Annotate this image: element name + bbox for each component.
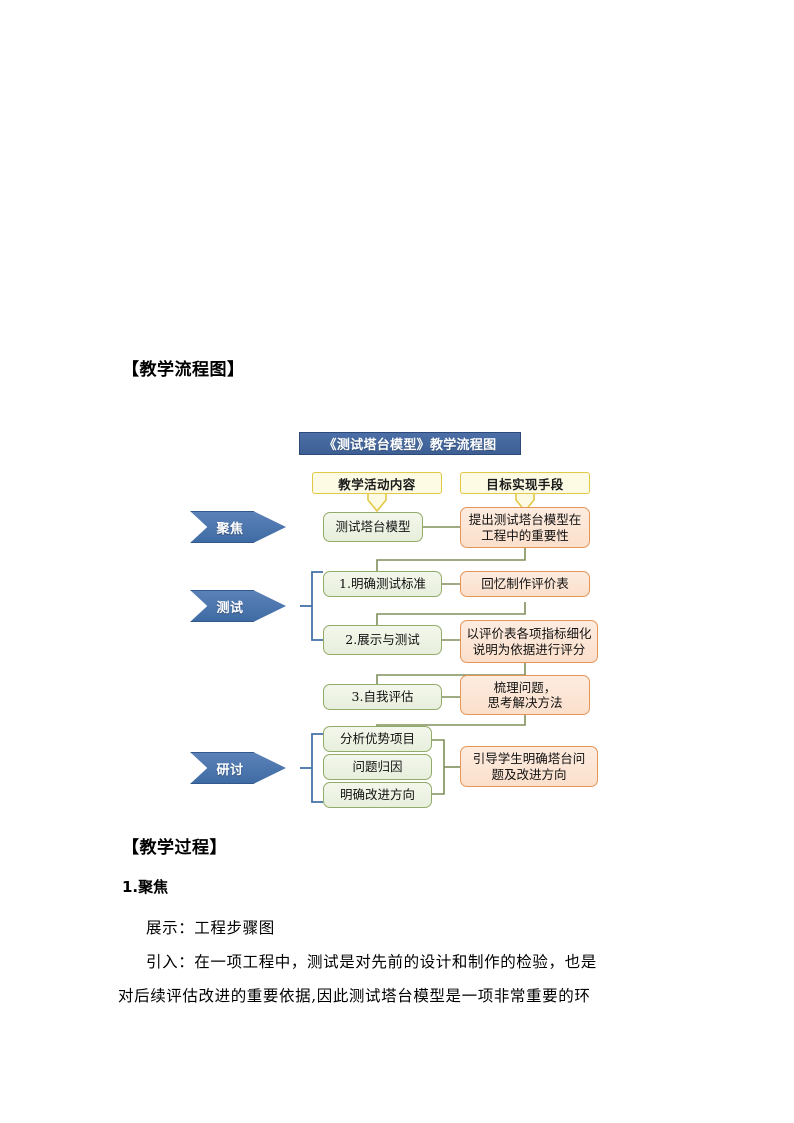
activity-box-self-assessment[interactable]: 3.自我评估 [323, 684, 442, 710]
means-box-score-by-rubric[interactable]: 以评价表各项指标细化 说明为依据进行评分 [460, 620, 598, 663]
connector-orange1-to-green2 [376, 548, 526, 572]
means-box-sort-problems-line1: 梳理问题， [493, 679, 557, 695]
means-box-guide-students[interactable]: 引导学生明确塔台问 题及改进方向 [460, 746, 598, 787]
header-down-arrow-left [367, 494, 387, 513]
means-box-recall-rubric[interactable]: 回忆制作评价表 [460, 571, 590, 597]
means-box-sort-problems-line2: 思考解决方法 [487, 695, 563, 710]
connector-orange2-to-green3 [376, 602, 526, 626]
activity-box-analyze-advantages[interactable]: 分析优势项目 [323, 726, 432, 752]
means-box-score-by-rubric-line2: 说明为依据进行评分 [472, 641, 586, 657]
activity-box-test-tower-model[interactable]: 测试塔台模型 [323, 512, 423, 542]
paragraph-display-engineering-steps: 展示：工程步骤图 [146, 919, 275, 937]
activity-box-clarify-standards[interactable]: 1.明确测试标准 [323, 571, 442, 597]
means-box-importance[interactable]: 提出测试塔台模型在 工程中的重要性 [460, 507, 590, 548]
activity-box-problem-attribution[interactable]: 问题归因 [323, 754, 432, 780]
flowchart-connectors [300, 494, 535, 803]
bracket-discuss-stage [311, 733, 323, 803]
means-box-guide-students-line2: 题及改进方向 [491, 766, 567, 782]
bracket-test-stage [311, 571, 323, 641]
means-box-guide-students-line1: 引导学生明确塔台问 [472, 751, 586, 767]
paragraph-intro-line-2: 对后续评估改进的重要依据,因此测试塔台模型是一项非常重要的环 [118, 987, 591, 1005]
activity-box-demo-and-test[interactable]: 2.展示与测试 [323, 625, 442, 655]
page-heading-teaching-flowchart: 【教学流程图】 [122, 360, 245, 380]
bracket-discuss-right [432, 739, 445, 795]
paragraph-intro-line-1: 引入：在一项工程中，测试是对先前的设计和制作的检验，也是 [146, 953, 597, 971]
section-heading-focus: 1.聚焦 [122, 878, 169, 896]
teaching-flowchart: 《测试塔台模型》教学流程图 教学活动内容 目标实现手段 聚焦 测试 研讨 测试塔… [186, 432, 610, 812]
connector-orange3-to-green4 [376, 663, 526, 685]
means-box-importance-line2: 工程中的重要性 [481, 527, 569, 543]
flowchart-title: 《测试塔台模型》教学流程图 [299, 432, 521, 455]
means-box-importance-line1: 提出测试塔台模型在 [468, 512, 582, 528]
means-box-score-by-rubric-line1: 以评价表各项指标细化 [466, 626, 592, 642]
column-header-means: 目标实现手段 [460, 472, 590, 494]
page-heading-teaching-process: 【教学过程】 [122, 838, 227, 858]
activity-box-clarify-improvement[interactable]: 明确改进方向 [323, 782, 432, 808]
column-header-activity: 教学活动内容 [312, 472, 442, 494]
means-box-sort-problems[interactable]: 梳理问题， 思考解决方法 [460, 675, 590, 715]
